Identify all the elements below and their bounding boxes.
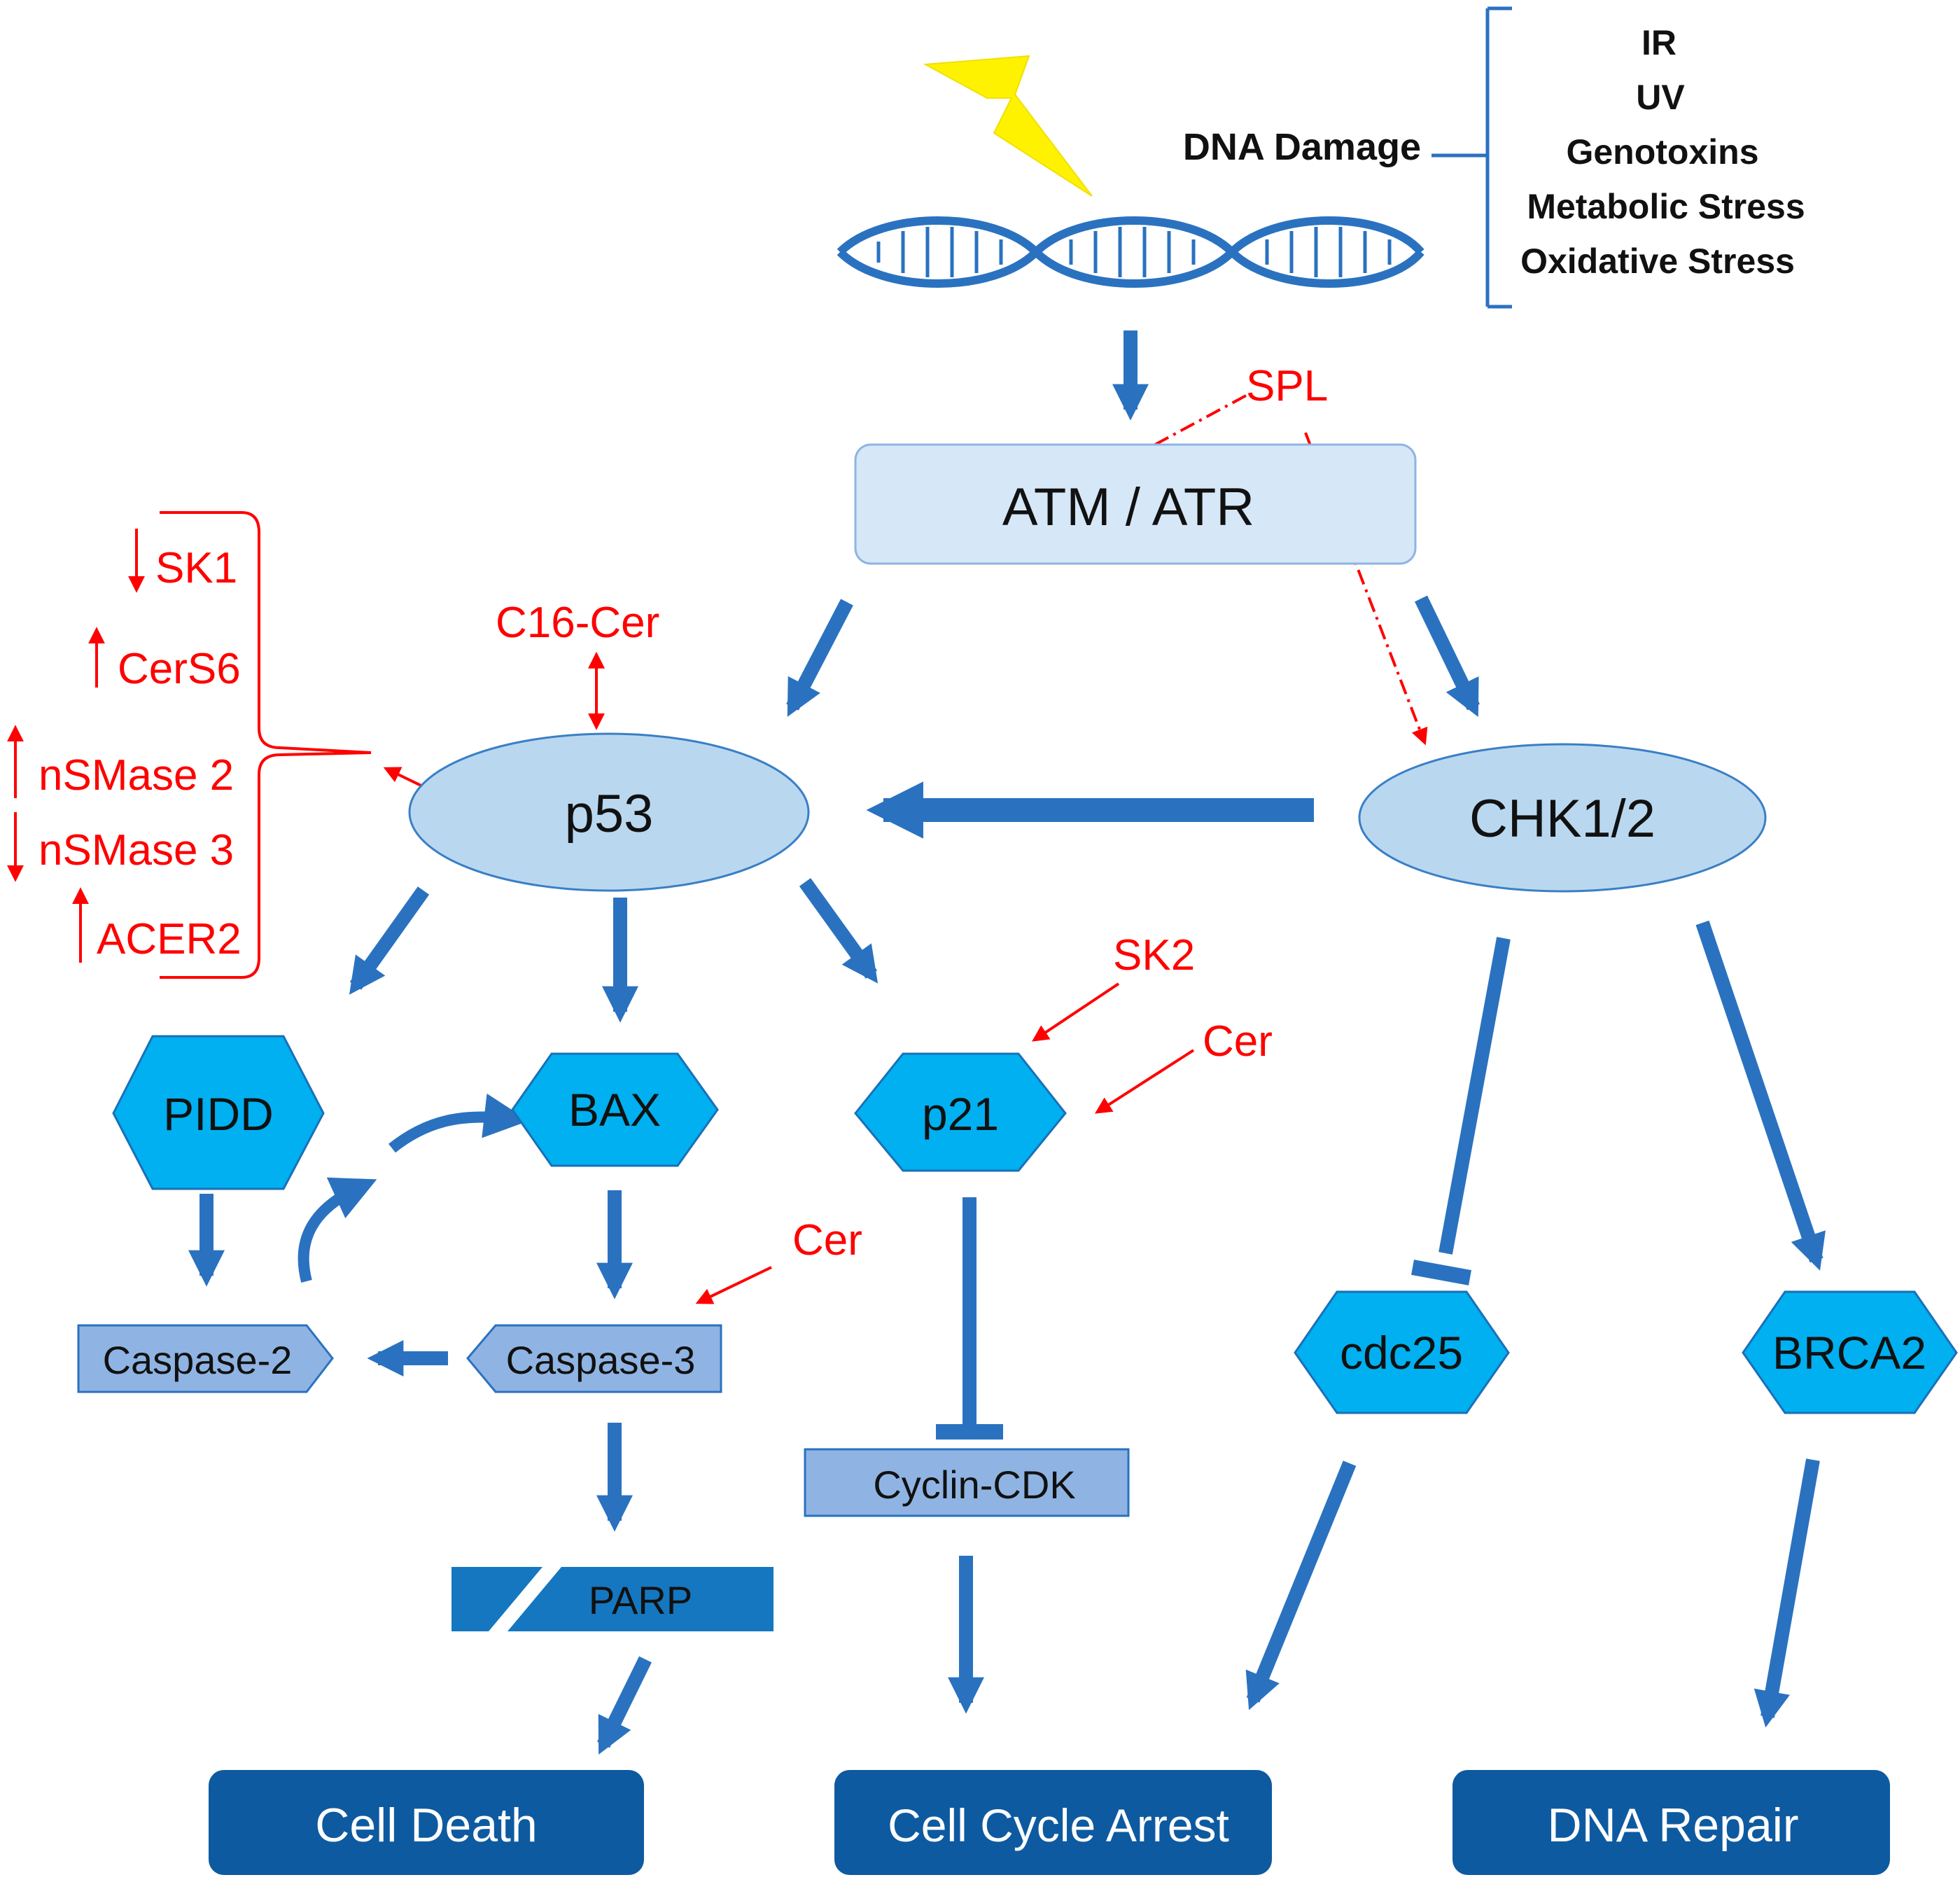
spl-label: SPL	[1246, 362, 1328, 410]
arrow-p53-to-pidd	[349, 886, 430, 995]
damage-bracket	[1432, 6, 1512, 309]
red-annotations	[6, 394, 1428, 1304]
dna-helix-icon	[836, 216, 1424, 288]
spl-to-chk-arrow	[1304, 432, 1428, 746]
arrow-atm-to-p53	[786, 599, 853, 717]
lightning-bolt-icon	[923, 55, 1093, 197]
nsmase2-label: nSMase 2	[38, 751, 234, 800]
hexagon-labels: PIDD BAX p21 cdc25 BRCA2	[163, 1084, 1926, 1379]
cell-cycle-arrest-label: Cell Cycle Arrest	[888, 1799, 1229, 1851]
damage-sources-list: IR UV Genotoxins Metabolic Stress Oxidat…	[1520, 23, 1805, 281]
arrow-atm-to-chk	[1414, 595, 1480, 718]
dna-repair-label: DNA Repair	[1547, 1799, 1798, 1852]
p53-node[interactable]	[408, 732, 810, 892]
c16cer-label: C16-Cer	[496, 599, 659, 647]
dna-damage-label: DNA Damage	[1183, 126, 1421, 168]
cdc25-label: cdc25	[1340, 1327, 1463, 1379]
pathway-arrows	[188, 330, 1826, 1755]
sphingo-bracket	[160, 511, 372, 979]
atm-atr-label: ATM / ATR	[1002, 478, 1254, 537]
cyclin-cdk-node[interactable]	[804, 1448, 1130, 1517]
caspase2-label: Caspase-2	[103, 1338, 293, 1382]
p21-node[interactable]	[854, 1052, 1067, 1172]
cer-casp3-label: Cer	[792, 1216, 862, 1264]
chk-node[interactable]	[1358, 743, 1767, 893]
caspase3-node[interactable]	[466, 1324, 722, 1393]
cyclin-cdk-label: Cyclin-CDK	[873, 1463, 1075, 1507]
bax-node[interactable]	[511, 1052, 719, 1167]
curve-to-bax	[388, 1093, 529, 1153]
red-labels: SPL C16-Cer SK2 Cer Cer SK1 CerS6 nSMase…	[38, 362, 1328, 1264]
arrow-chk-to-brca2	[1695, 920, 1826, 1271]
cer-to-casp3-arrow	[695, 1266, 772, 1304]
caspase3-label: Caspase-3	[506, 1338, 696, 1382]
curve-casp2-to-bax	[298, 1177, 377, 1283]
damage-source-ir: IR	[1642, 23, 1676, 62]
brca2-label: BRCA2	[1772, 1327, 1926, 1379]
damage-source-metabolic: Metabolic Stress	[1527, 187, 1805, 226]
acer2-label: ACER2	[97, 915, 241, 963]
caspase2-node[interactable]	[77, 1324, 334, 1393]
p53-label: p53	[565, 784, 654, 844]
damage-source-genotoxins: Genotoxins	[1566, 132, 1758, 172]
chk-label: CHK1/2	[1469, 789, 1656, 849]
parp-fragment-left	[451, 1567, 542, 1631]
inhibit-bar-cdc25	[1411, 1260, 1471, 1285]
atm-atr-box[interactable]	[854, 443, 1417, 565]
arrow-p53-to-p21	[799, 878, 878, 984]
hexagon-nodes	[112, 1035, 1958, 1414]
arrow-cdc25-to-arrest	[1245, 1461, 1357, 1710]
sk1-label: SK1	[155, 544, 237, 592]
cell-death-label: Cell Death	[315, 1799, 538, 1852]
damage-source-uv: UV	[1636, 78, 1685, 117]
pidd-node[interactable]	[112, 1035, 325, 1190]
parp-fragment-right[interactable]	[507, 1567, 774, 1631]
inhibit-chk-to-cdc25	[1438, 937, 1511, 1255]
pidd-label: PIDD	[163, 1088, 274, 1140]
arrow-brca2-to-repair	[1754, 1458, 1820, 1728]
cer-to-p21-arrow	[1094, 1049, 1195, 1114]
arrow-parp-to-death	[597, 1656, 652, 1755]
cer-p21-label: Cer	[1203, 1017, 1273, 1066]
sk2-to-p21-arrow	[1032, 982, 1120, 1042]
cell-cycle-arrest-box[interactable]	[834, 1770, 1272, 1875]
dna-repair-box[interactable]	[1452, 1770, 1890, 1875]
damage-source-oxidative: Oxidative Stress	[1520, 242, 1795, 281]
brca2-node[interactable]	[1742, 1290, 1958, 1414]
bax-label: BAX	[568, 1084, 661, 1136]
p21-label: p21	[922, 1088, 999, 1140]
sk2-label: SK2	[1113, 931, 1195, 980]
parp-label: PARP	[589, 1578, 692, 1622]
nsmase3-label: nSMase 3	[38, 826, 234, 874]
cdc25-node[interactable]	[1294, 1290, 1510, 1414]
cell-death-box[interactable]	[209, 1770, 644, 1875]
cers6-label: CerS6	[118, 645, 241, 693]
